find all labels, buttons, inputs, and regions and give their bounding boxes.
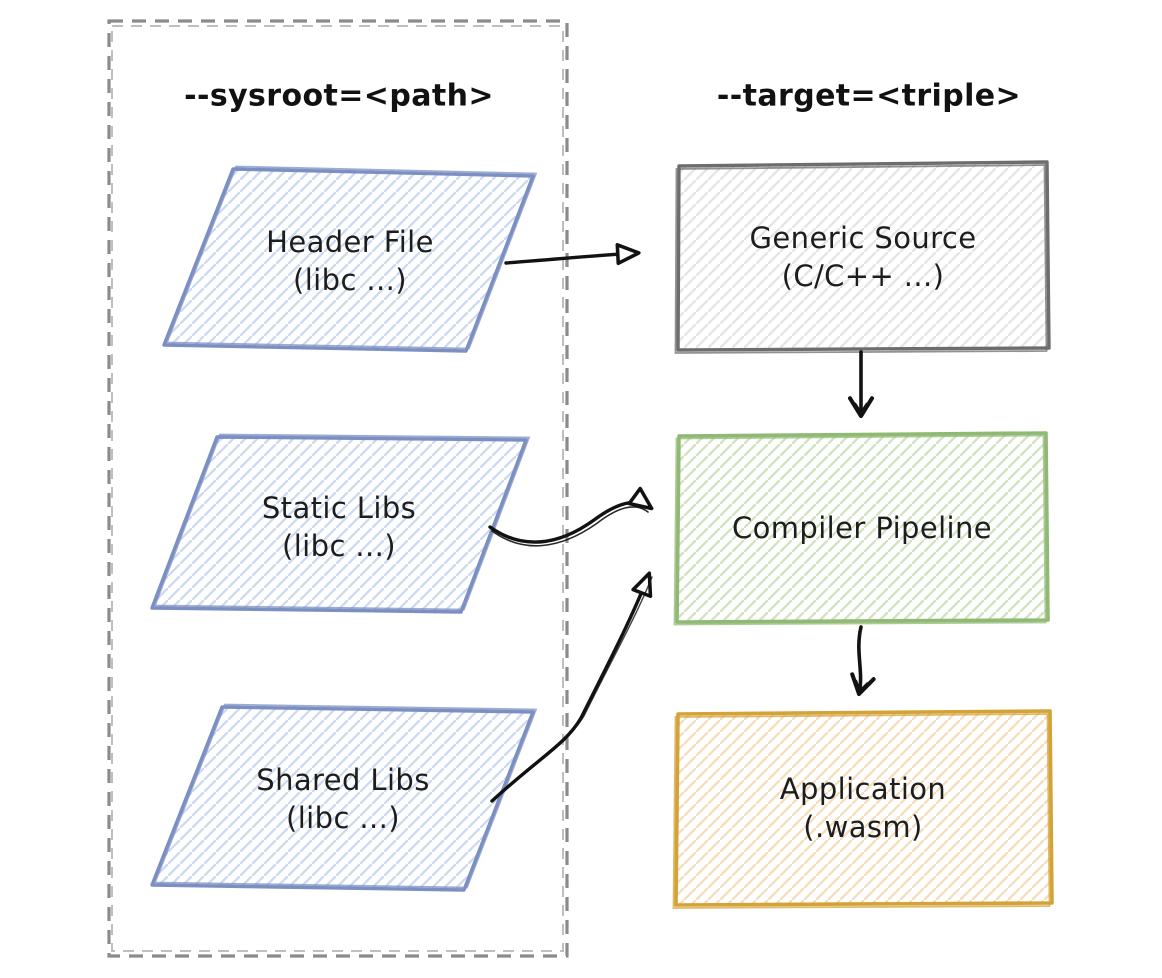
static-libs-shape [150,433,531,614]
header-file-shape [162,165,538,353]
edge-shared-to-pipeline-sketch [494,576,653,800]
generic-source-shape [674,160,1051,354]
edge-header-to-source [504,243,641,266]
shared-libs-shape [150,703,538,892]
compiler-pipeline-shape [673,431,1050,626]
edge-shared-to-pipeline [490,571,653,803]
edges [488,243,876,803]
target-title: --target=<triple> [716,78,1022,114]
edge-pipeline-to-application [850,625,876,697]
sysroot-title: --sysroot=<path> [184,78,494,114]
edge-static-to-pipeline [488,486,654,544]
sysroot-group-border [107,19,569,958]
application-shape [672,709,1054,909]
edge-static-to-pipeline-sketch [491,506,649,547]
